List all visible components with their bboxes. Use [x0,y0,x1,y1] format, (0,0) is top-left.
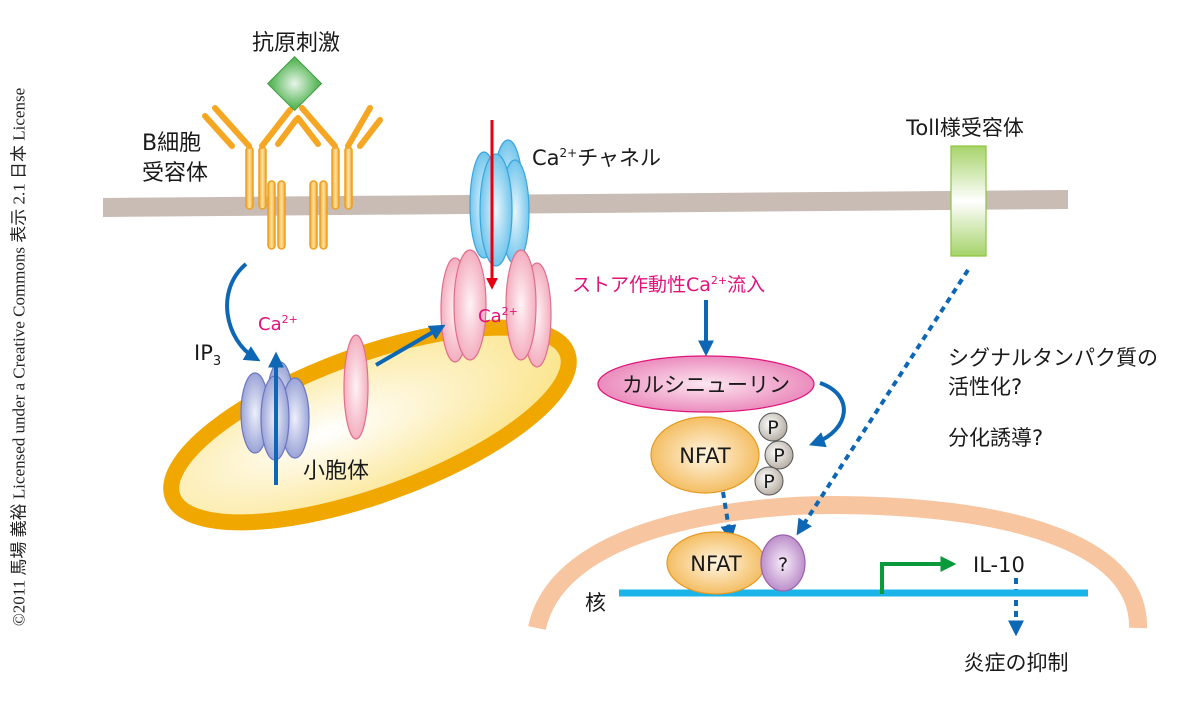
ip3-receptor [240,361,310,461]
soce-label: ストア作動性Ca2+流入 [572,274,765,296]
stim-orai-complex [440,249,552,368]
ca-label-right: Ca2+ [478,305,518,327]
nucleus-label: 核 [585,591,606,615]
inflammation-label: 炎症の抑制 [964,651,1069,675]
tlr-label: Toll様受容体 [905,116,1024,140]
phospho-label-2: P [773,445,784,467]
ip3-arrow [225,262,261,362]
nuclear-envelope [528,495,1148,631]
bcr-label-line1: B細胞 [142,131,201,156]
stim-translocation-arrow [374,324,446,367]
nfat-cytoplasm-label: NFAT [679,444,731,468]
unknown-factor-node [760,534,806,592]
signal-label-line1: シグナルタンパク質の [948,346,1158,370]
antigen-label: 抗原刺激 [252,31,340,56]
phospho-label-1: P [767,417,778,439]
calcineurin-label: カルシニューリン [622,373,790,397]
ca-label-left: Ca2+ [258,313,298,335]
nfat-nucleus-label: NFAT [690,552,742,576]
nfat-translocation-arrow [720,491,737,542]
phosphate-groups: P P P [754,412,794,496]
il10-label: IL-10 [973,553,1025,577]
transcription-start-arrow [880,556,957,594]
stim-monomer [343,334,369,440]
nfat-cytoplasm-node [650,416,760,494]
er-label: 小胞体 [303,459,369,484]
phospho-label-3: P [763,471,774,493]
bcr-fab-arms [202,105,383,149]
unknown-factor-label: ? [778,554,788,576]
calcineurin-node [597,355,815,413]
signal-label-line2: 活性化? [948,375,1022,399]
bcr-label-line2: 受容体 [142,161,208,186]
toll-like-receptor [950,145,987,257]
dephosphorylation-arrow [809,381,846,448]
tlr-signal-arrow [796,268,970,536]
ca-channel-label: Ca2+チャネル [532,146,661,170]
ca-channel [469,139,530,267]
antigen-diamond [267,56,323,112]
ip3-label: IP3 [194,341,221,369]
differentiation-label: 分化誘導? [948,426,1043,450]
b-cell-receptor [245,146,353,250]
